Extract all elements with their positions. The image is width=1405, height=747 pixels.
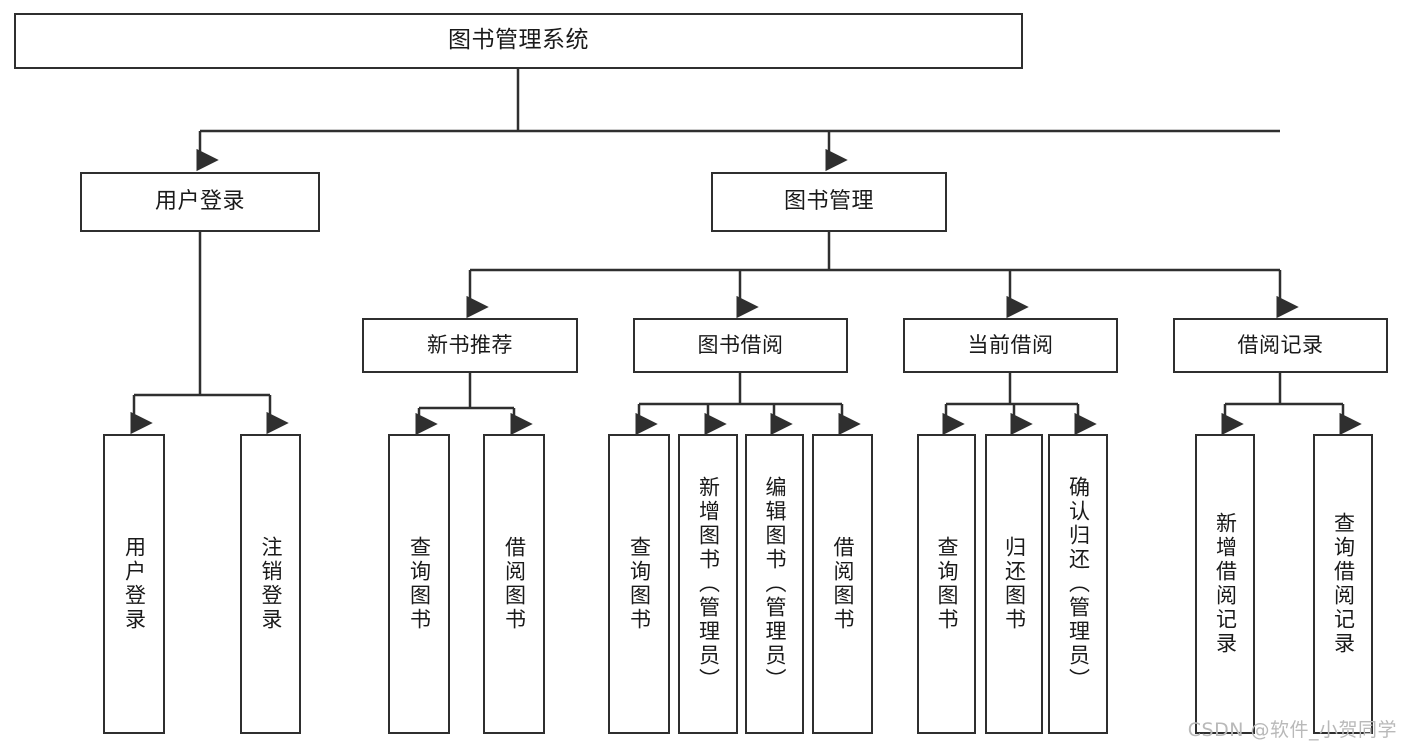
node-current-borrow[interactable]: 当前借阅: [903, 318, 1118, 373]
node-label: 图书管理: [783, 189, 874, 215]
node-label: 查询图书: [627, 536, 652, 632]
node-borrow-record[interactable]: 借阅记录: [1173, 318, 1388, 373]
node-leaf-confirm-return-admin[interactable]: 确认归还（管理员）: [1048, 434, 1108, 734]
node-label: 用户登录: [154, 189, 245, 215]
node-leaf-add-borrow-record[interactable]: 新增借阅记录: [1195, 434, 1255, 734]
node-label: 借阅图书: [502, 536, 527, 632]
node-label: 查询图书: [407, 536, 432, 632]
node-leaf-query-borrow-record[interactable]: 查询借阅记录: [1313, 434, 1373, 734]
node-book-borrow[interactable]: 图书借阅: [633, 318, 848, 373]
node-label: 新书推荐: [427, 333, 513, 358]
node-leaf-query-book-current[interactable]: 查询图书: [917, 434, 976, 734]
node-label: 新增借阅记录: [1213, 512, 1238, 656]
node-leaf-return-book[interactable]: 归还图书: [985, 434, 1043, 734]
node-leaf-add-book-admin[interactable]: 新增图书（管理员）: [678, 434, 738, 734]
node-leaf-borrow-book-recommend[interactable]: 借阅图书: [483, 434, 545, 734]
watermark-text: CSDN @软件_小贺同学: [1187, 719, 1397, 741]
node-leaf-user-login[interactable]: 用户登录: [103, 434, 165, 734]
node-leaf-borrow-book[interactable]: 借阅图书: [812, 434, 873, 734]
node-label: 图书借阅: [697, 333, 784, 358]
node-label: 查询借阅记录: [1331, 512, 1356, 656]
node-label: 确认归还（管理员）: [1066, 476, 1091, 692]
node-leaf-user-logout[interactable]: 注销登录: [240, 434, 301, 734]
node-label: 用户登录: [122, 536, 147, 632]
node-label: 图书管理系统: [448, 27, 589, 54]
node-label: 归还图书: [1002, 536, 1027, 632]
node-new-book-recommend[interactable]: 新书推荐: [362, 318, 578, 373]
node-book-management[interactable]: 图书管理: [711, 172, 947, 232]
node-label: 查询图书: [935, 536, 959, 632]
node-user-login[interactable]: 用户登录: [80, 172, 320, 232]
node-label: 当前借阅: [967, 333, 1054, 358]
node-label: 新增图书（管理员）: [696, 476, 721, 692]
node-leaf-edit-book-admin[interactable]: 编辑图书（管理员）: [745, 434, 804, 734]
node-leaf-query-book-recommend[interactable]: 查询图书: [388, 434, 450, 734]
node-book-management-system[interactable]: 图书管理系统: [14, 13, 1023, 69]
node-leaf-query-book-borrow[interactable]: 查询图书: [608, 434, 670, 734]
node-label: 借阅记录: [1237, 333, 1324, 358]
node-label: 编辑图书（管理员）: [763, 476, 787, 692]
node-label: 借阅图书: [831, 536, 855, 632]
node-label: 注销登录: [259, 536, 283, 632]
